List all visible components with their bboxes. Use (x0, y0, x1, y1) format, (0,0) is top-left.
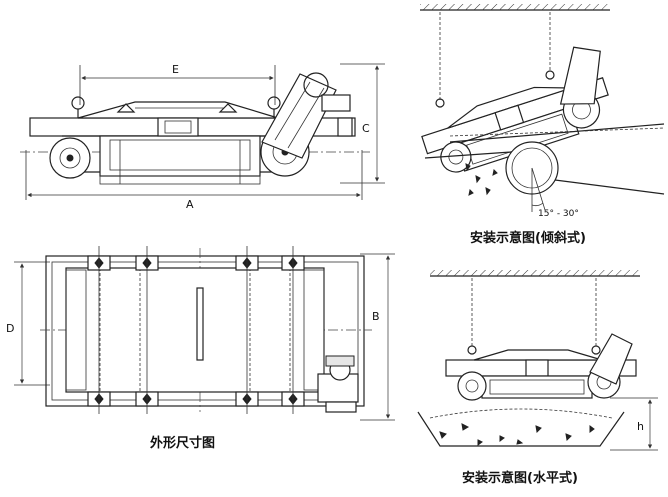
caption-horizontal: 安装示意图(水平式) (462, 470, 578, 486)
caption-outline: 外形尺寸图 (149, 435, 215, 451)
caption-inclined: 安装示意图(倾斜式) (470, 230, 586, 246)
horizontal-installation: h 安装示意图(水平式) (417, 270, 658, 486)
motor (317, 355, 359, 413)
dimension-h: h (610, 397, 658, 451)
dimension-b: B (360, 253, 395, 421)
inclined-installation: 15° - 30° 安装示意图(倾斜式) (420, 4, 665, 246)
angle-label: 15° - 30° (538, 209, 579, 219)
dimension-d-label: D (6, 322, 14, 335)
dimension-e: E (79, 63, 276, 105)
dimension-c: C (340, 63, 385, 184)
dimension-d: D (6, 261, 50, 386)
plan-view: D B (6, 246, 395, 451)
falling-iron (465, 163, 498, 196)
dimension-c-label: C (362, 122, 370, 135)
side-view: E A C (20, 63, 385, 211)
mounting-lugs (87, 246, 305, 414)
dimension-e-label: E (172, 63, 179, 76)
dimension-h-label: h (637, 420, 644, 433)
dimension-a-label: A (186, 198, 194, 211)
dimension-b-label: B (372, 310, 380, 323)
material-pile (439, 423, 595, 446)
dimension-a: A (25, 150, 363, 211)
